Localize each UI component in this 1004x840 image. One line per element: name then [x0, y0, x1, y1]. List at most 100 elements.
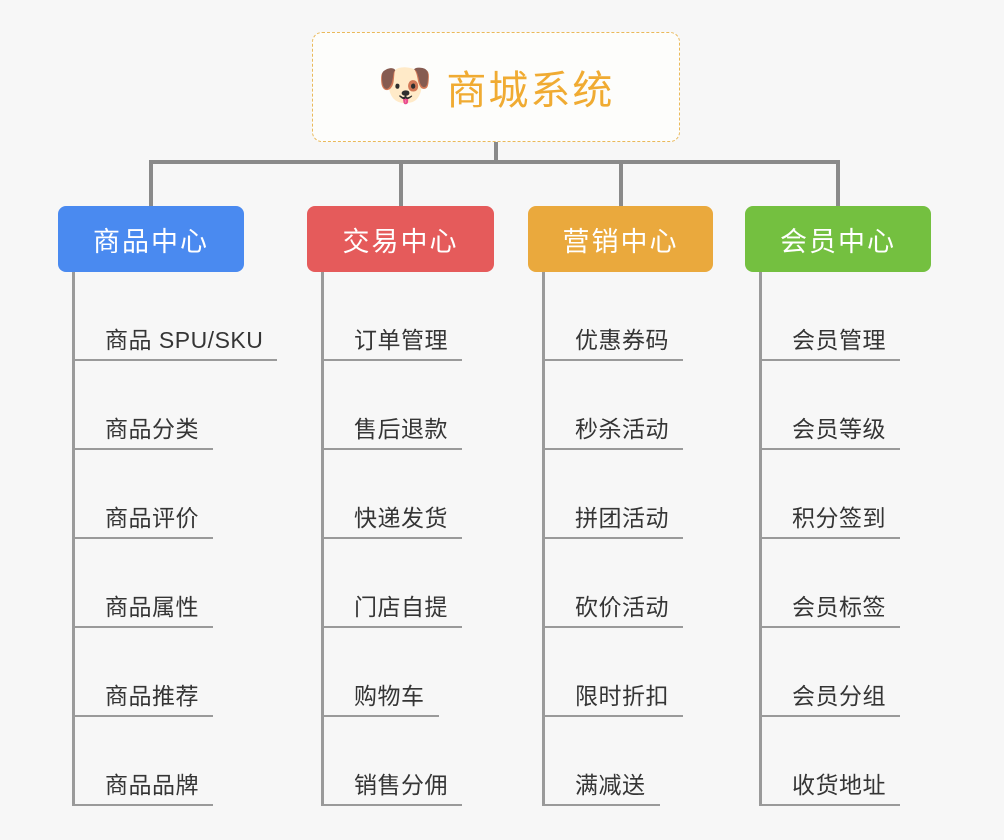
root-stem [494, 142, 498, 164]
branch-header-label: 交易中心 [342, 226, 459, 257]
branch-drop-4 [836, 160, 840, 206]
branch-item-underline: 商品品牌 [72, 766, 213, 806]
branch-item[interactable]: 优惠券码 [528, 272, 713, 361]
branch-spine [72, 272, 75, 806]
branch-item-label: 商品 SPU/SKU [105, 327, 264, 353]
branch-item-underline: 秒杀活动 [542, 410, 683, 450]
branch-item[interactable]: 订单管理 [307, 272, 494, 361]
branch-header-2[interactable]: 交易中心 [307, 206, 494, 272]
horizontal-bus [149, 160, 840, 164]
branch-item-label: 限时折扣 [575, 683, 669, 709]
branch-spine [321, 272, 324, 806]
branch-item-underline: 收货地址 [759, 766, 900, 806]
branch-item-underline: 会员标签 [759, 588, 900, 628]
branch-item-label: 订单管理 [354, 327, 448, 353]
branch-header-4[interactable]: 会员中心 [745, 206, 931, 272]
branch-item[interactable]: 秒杀活动 [528, 361, 713, 450]
branch-item-label: 售后退款 [354, 416, 448, 442]
branch-item[interactable]: 限时折扣 [528, 628, 713, 717]
branch-item-underline: 商品分类 [72, 410, 213, 450]
branch-item-list: 订单管理售后退款快递发货门店自提购物车销售分佣 [307, 272, 494, 806]
branch-item[interactable]: 商品分类 [58, 361, 244, 450]
branch-column-4: 会员中心会员管理会员等级积分签到会员标签会员分组收货地址 [745, 206, 931, 806]
branch-column-1: 商品中心商品 SPU/SKU 商品分类商品评价商品属性商品推荐商品品牌 [58, 206, 278, 806]
branch-item-underline: 门店自提 [321, 588, 462, 628]
branch-item-underline: 订单管理 [321, 321, 462, 361]
branch-item[interactable]: 积分签到 [745, 450, 931, 539]
branch-item[interactable]: 售后退款 [307, 361, 494, 450]
branch-item[interactable]: 商品 SPU/SKU [58, 272, 278, 361]
branch-item-underline: 购物车 [321, 677, 439, 717]
branch-item-list: 优惠券码秒杀活动拼团活动砍价活动限时折扣满减送 [528, 272, 713, 806]
root-node-title: 商城系统 [446, 69, 615, 113]
branch-item-label: 商品属性 [105, 594, 199, 620]
branch-item-label: 会员等级 [792, 416, 886, 442]
branch-header-3[interactable]: 营销中心 [528, 206, 713, 272]
branch-item-label: 快递发货 [354, 505, 448, 531]
branch-header-label: 营销中心 [562, 226, 679, 257]
branch-item[interactable]: 商品推荐 [58, 628, 244, 717]
branch-column-3: 营销中心优惠券码秒杀活动拼团活动砍价活动限时折扣满减送 [528, 206, 713, 806]
branch-item-label: 满减送 [575, 772, 646, 798]
branch-item[interactable]: 会员等级 [745, 361, 931, 450]
branch-item-label: 会员管理 [792, 327, 886, 353]
root-node[interactable]: 🐶 商城系统 [312, 32, 680, 142]
branch-item-label: 砍价活动 [575, 594, 669, 620]
branch-item-label: 商品品牌 [105, 772, 199, 798]
branch-item[interactable]: 商品属性 [58, 539, 244, 628]
branch-item-underline: 商品属性 [72, 588, 213, 628]
branch-column-2: 交易中心订单管理售后退款快递发货门店自提购物车销售分佣 [307, 206, 494, 806]
branch-item-underline: 拼团活动 [542, 499, 683, 539]
branch-item[interactable]: 门店自提 [307, 539, 494, 628]
branch-item-label: 拼团活动 [575, 505, 669, 531]
branch-item[interactable]: 销售分佣 [307, 717, 494, 806]
branch-item[interactable]: 会员分组 [745, 628, 931, 717]
branch-item-label: 购物车 [354, 683, 425, 709]
branch-item-underline: 商品评价 [72, 499, 213, 539]
branch-spine [759, 272, 762, 806]
branch-item-label: 秒杀活动 [575, 416, 669, 442]
branch-item-underline: 满减送 [542, 766, 660, 806]
branch-item[interactable]: 购物车 [307, 628, 494, 717]
branch-item[interactable]: 拼团活动 [528, 450, 713, 539]
branch-drop-1 [149, 160, 153, 206]
branch-item-underline: 砍价活动 [542, 588, 683, 628]
branch-item[interactable]: 会员管理 [745, 272, 931, 361]
branch-item-underline: 会员管理 [759, 321, 900, 361]
branch-item-underline: 快递发货 [321, 499, 462, 539]
branch-item-underline: 商品推荐 [72, 677, 213, 717]
branch-item-label: 会员分组 [792, 683, 886, 709]
branch-header-label: 会员中心 [780, 226, 896, 257]
dog-face-icon: 🐶 [377, 61, 433, 110]
branch-item-label: 优惠券码 [575, 327, 669, 353]
branch-item-label: 会员标签 [792, 594, 886, 620]
branch-item[interactable]: 商品评价 [58, 450, 244, 539]
branch-item-underline: 优惠券码 [542, 321, 683, 361]
branch-item[interactable]: 收货地址 [745, 717, 931, 806]
branch-item-label: 商品推荐 [105, 683, 199, 709]
branch-item-underline: 限时折扣 [542, 677, 683, 717]
branch-item-underline: 会员等级 [759, 410, 900, 450]
branch-item[interactable]: 快递发货 [307, 450, 494, 539]
branch-item-label: 积分签到 [792, 505, 886, 531]
branch-item-label: 收货地址 [792, 772, 886, 798]
branch-item-underline: 销售分佣 [321, 766, 462, 806]
branch-item-label: 门店自提 [354, 594, 448, 620]
branch-item[interactable]: 砍价活动 [528, 539, 713, 628]
branch-item[interactable]: 商品品牌 [58, 717, 244, 806]
branch-drop-3 [618, 160, 623, 206]
branch-header-1[interactable]: 商品中心 [58, 206, 244, 272]
branch-spine [542, 272, 545, 806]
branch-item-label: 销售分佣 [354, 772, 448, 798]
branch-item-label: 商品分类 [105, 416, 199, 442]
branch-item-underline: 售后退款 [321, 410, 462, 450]
branch-item-list: 会员管理会员等级积分签到会员标签会员分组收货地址 [745, 272, 931, 806]
branch-item[interactable]: 满减送 [528, 717, 713, 806]
branch-item-list: 商品 SPU/SKU 商品分类商品评价商品属性商品推荐商品品牌 [58, 272, 278, 806]
branch-item-underline: 会员分组 [759, 677, 900, 717]
branch-item-underline: 积分签到 [759, 499, 900, 539]
branch-drop-2 [398, 160, 403, 206]
branch-item-underline: 商品 SPU/SKU [72, 321, 278, 361]
branch-item[interactable]: 会员标签 [745, 539, 931, 628]
